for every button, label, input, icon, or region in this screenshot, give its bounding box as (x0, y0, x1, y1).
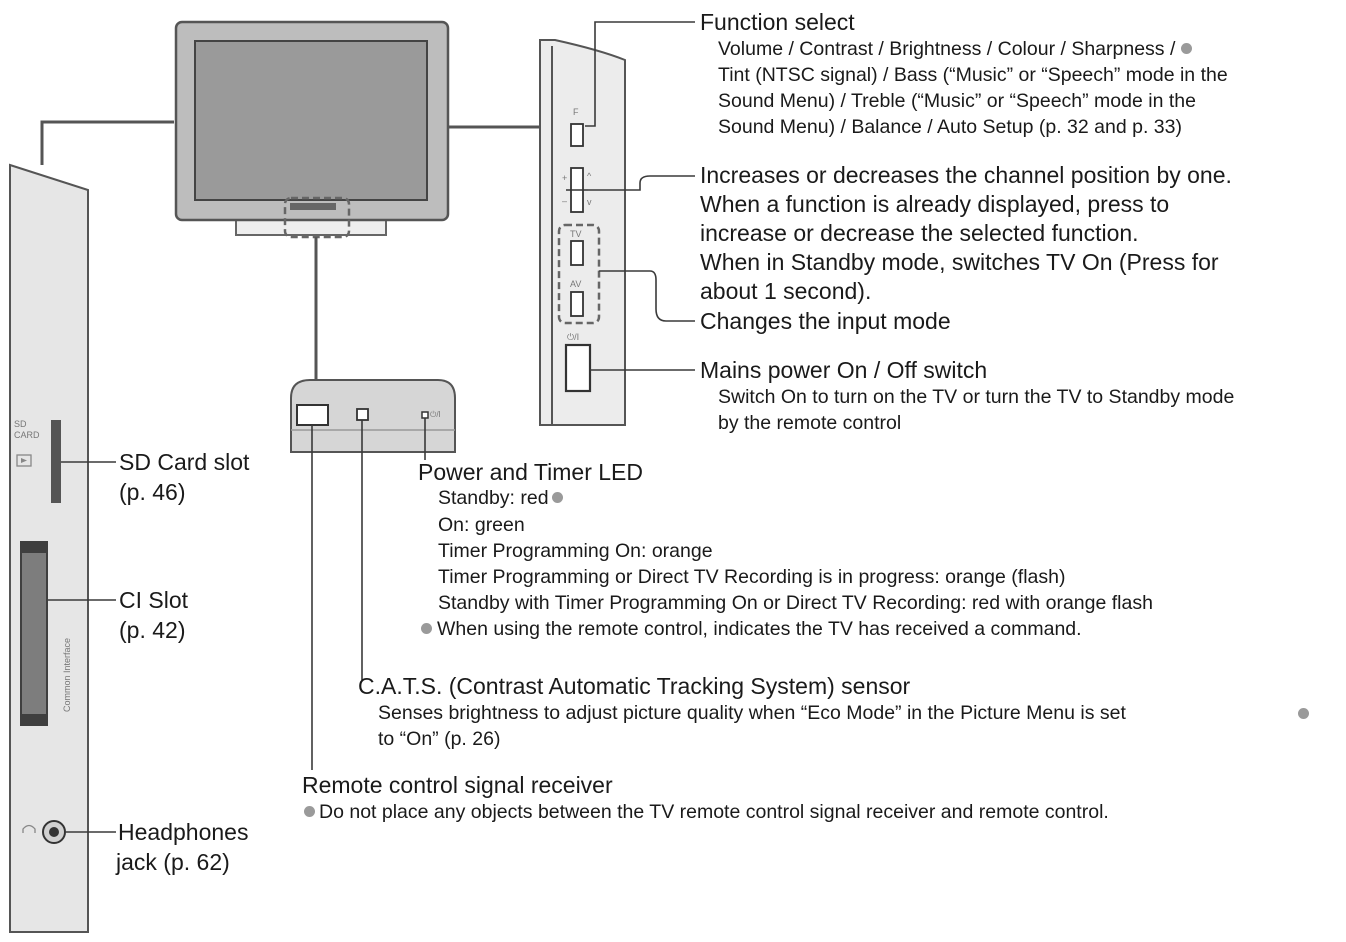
bullet-icon (551, 492, 563, 503)
mains-power-line-2: by the remote control (718, 412, 902, 434)
leader-lines (48, 21, 695, 833)
headphones-page: jack (p. 62) (116, 849, 230, 875)
channel-line-5: about 1 second). (700, 278, 872, 304)
sd-slot-page: (p. 46) (119, 479, 186, 505)
av-button[interactable] (570, 291, 584, 317)
remote-title: Remote control signal receiver (302, 772, 613, 798)
input-mode-title: Changes the input mode (700, 308, 951, 334)
ci-slot-page: (p. 42) (119, 617, 186, 643)
led-line-6: When using the remote control, indicates… (421, 619, 1082, 640)
led-line-1: Standby: red (438, 488, 563, 509)
led-line-3: Timer Programming On: orange (438, 540, 713, 562)
function-select-line-3: Sound Menu) / Treble (“Music” or “Speech… (718, 90, 1196, 112)
bullet-icon (304, 806, 315, 817)
tv-screen (194, 40, 428, 201)
input-buttons-highlight (557, 223, 601, 325)
function-select-line-1: Volume / Contrast / Brightness / Colour … (718, 39, 1192, 60)
cats-line-2: to “On” (p. 26) (378, 728, 501, 750)
sd-card-slot[interactable] (51, 420, 61, 503)
channel-line-1: Increases or decreases the channel posit… (700, 162, 1232, 188)
bullet-icon (1180, 43, 1192, 54)
function-select-button[interactable] (570, 123, 584, 147)
function-select-line-4: Sound Menu) / Balance / Auto Setup (p. 3… (718, 116, 1182, 138)
common-interface-label: Common Interface (62, 637, 72, 712)
led-line-2: On: green (438, 514, 525, 536)
cats-sensor (356, 408, 369, 421)
button-plus-label: + (562, 173, 568, 183)
button-down-label: v (587, 197, 592, 207)
led-line-4: Timer Programming or Direct TV Recording… (438, 566, 1066, 588)
button-up-label: ^ (587, 171, 592, 181)
function-select-title: Function select (700, 9, 855, 35)
sd-card-icon (16, 454, 32, 467)
button-tv-label: TV (570, 229, 582, 239)
front-power-label: ⏻/I (430, 410, 441, 419)
led-title: Power and Timer LED (418, 459, 643, 485)
button-av-label: AV (570, 279, 582, 289)
mains-power-switch[interactable] (564, 343, 592, 393)
cats-title: C.A.T.S. (Contrast Automatic Tracking Sy… (358, 673, 911, 699)
side-panel (9, 120, 174, 933)
button-minus-label: – (562, 196, 568, 206)
channel-line-4: When in Standby mode, switches TV On (Pr… (700, 249, 1219, 275)
power-timer-led (421, 411, 429, 419)
tv-set (174, 20, 540, 380)
cats-line-1: Senses brightness to adjust picture qual… (378, 702, 1126, 724)
channel-line-2: When a function is already displayed, pr… (700, 191, 1170, 217)
sd-card-label-1: SD (14, 419, 27, 429)
control-panel (539, 39, 626, 426)
remote-receiver-window (296, 404, 329, 426)
button-f-label: F (573, 107, 579, 117)
headphones-title: Headphones (118, 819, 249, 845)
mains-power-title: Mains power On / Off switch (700, 357, 988, 383)
function-select-line-2: Tint (NTSC signal) / Bass (“Music” or “S… (718, 64, 1228, 86)
remote-line-1: Do not place any objects between the TV … (304, 802, 1109, 823)
headphones-icon (22, 824, 36, 833)
ci-slot-title: CI Slot (119, 587, 189, 613)
bullet-icon (1298, 708, 1309, 719)
channel-line-3: increase or decrease the selected functi… (700, 220, 1139, 246)
tv-button[interactable] (570, 240, 584, 266)
button-power-label: ⏻/I (567, 332, 580, 342)
sd-slot-title: SD Card slot (119, 449, 250, 475)
mains-power-line-1: Switch On to turn on the TV or turn the … (718, 386, 1235, 408)
bullet-icon (421, 623, 432, 634)
sd-card-label-2: CARD (14, 430, 40, 440)
led-line-5: Standby with Timer Programming On or Dir… (438, 592, 1153, 614)
